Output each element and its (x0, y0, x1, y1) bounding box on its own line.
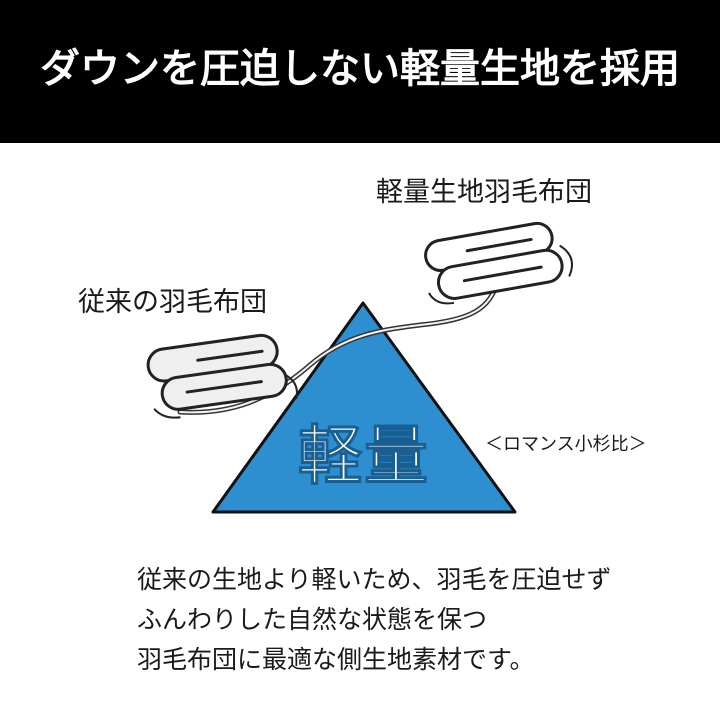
lightweight-futon-icon (424, 221, 573, 305)
banner-title: ダウンを圧迫しない軽量生地を採用 (40, 45, 680, 92)
description-line-3: 羽毛布団に最適な側生地素材です。 (137, 645, 535, 674)
conventional-futon-label: 従来の羽毛布団 (78, 287, 267, 318)
description-text: 従来の生地より軽いため、羽毛を圧迫せず ふんわりした自然な状態を保つ 羽毛布団に… (137, 560, 612, 680)
lightweight-futon-label: 軽量生地羽毛布団 (376, 177, 592, 208)
lightweight-triangle-icon (211, 301, 517, 514)
description-line-1: 従来の生地より軽いため、羽毛を圧迫せず (137, 565, 612, 594)
seesaw-illustration: 軽量 (146, 221, 573, 514)
header-banner: ダウンを圧迫しない軽量生地を採用 (0, 0, 720, 143)
comparison-note: ＜ロマンス小杉比＞ (485, 434, 647, 455)
triangle-label: 軽量 (298, 420, 430, 494)
description-line-2: ふんわりした自然な状態を保つ (137, 605, 488, 634)
conventional-futon-icon (146, 333, 298, 419)
